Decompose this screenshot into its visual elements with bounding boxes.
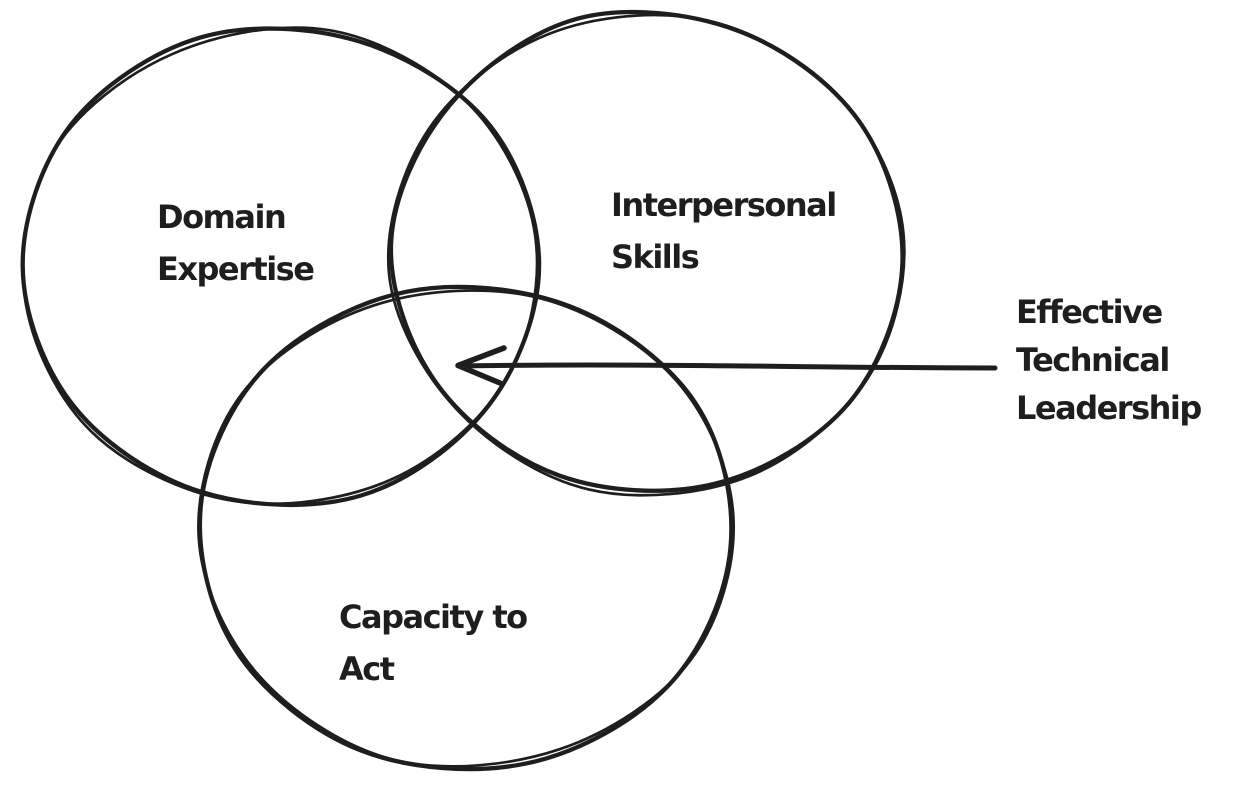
circle-capacity-to-act (197, 284, 736, 772)
label-line: Effective (1016, 293, 1163, 331)
label-line: Capacity to (339, 598, 528, 636)
sketch-stroke (21, 26, 539, 506)
label-line: Technical (1016, 341, 1170, 379)
label-line: Interpersonal (611, 186, 837, 224)
sketch-stroke (197, 289, 736, 768)
circle-interpersonal-skills (386, 9, 906, 497)
label-line: Skills (611, 238, 700, 276)
label-interpersonal-skills: Interpersonal Skills (611, 179, 837, 283)
leadership-arrow (455, 345, 998, 386)
sketch-stroke (388, 9, 905, 493)
sketch-stroke (386, 13, 906, 497)
label-capacity-to-act: Capacity to Act (339, 591, 528, 695)
label-domain-expertise: Domain Expertise (157, 191, 315, 295)
label-effective-technical-leadership: Effective Technical Leadership (1016, 288, 1202, 432)
circle-domain-expertise (20, 26, 542, 508)
label-line: Act (339, 650, 395, 688)
sketch-stroke (197, 284, 734, 772)
arrow-head-icon (455, 345, 507, 386)
arrow-shaft (460, 362, 998, 371)
label-line: Domain (157, 198, 287, 236)
label-line: Expertise (157, 250, 315, 288)
label-line: Leadership (1016, 389, 1202, 427)
